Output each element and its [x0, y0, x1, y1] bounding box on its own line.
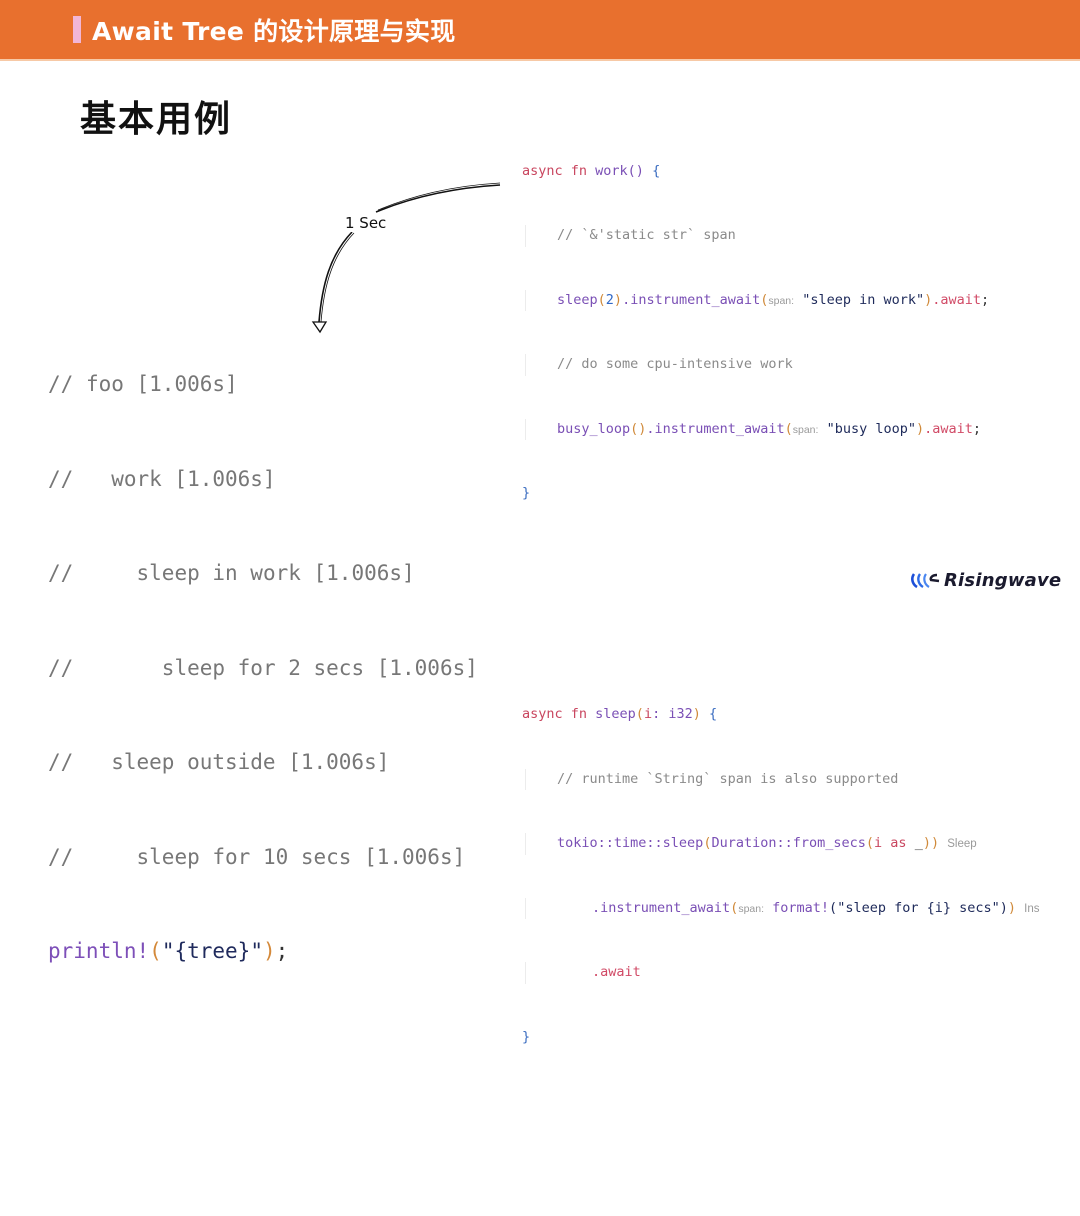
tree-line: // sleep in work [1.006s] — [48, 561, 415, 585]
code-line-work-signature: async fn work() { — [522, 162, 661, 179]
code-block: async fn work() { // `&'static str` span… — [522, 96, 1080, 1216]
code-line: .await — [522, 962, 1080, 984]
code-comment: // do some cpu-intensive work — [522, 354, 1080, 376]
header-accent-bar — [73, 16, 81, 43]
code-line: sleep(2).instrument_await(span: "sleep i… — [522, 289, 1080, 311]
tree-line: // sleep for 10 secs [1.006s] — [48, 844, 466, 869]
code-comment: // runtime `String` span is also support… — [522, 768, 1080, 790]
header-title: Await Tree 的设计原理与实现 — [92, 17, 456, 46]
code-line-sleep-signature: async fn sleep(i: i32) { — [522, 706, 718, 722]
risingwave-logo: Risingwave — [910, 568, 1061, 592]
logo-text: Risingwave — [944, 569, 1062, 591]
code-line: .instrument_await(span: format!("sleep f… — [522, 897, 1080, 919]
code-close-brace: } — [522, 485, 531, 501]
arrow-label: 1 Sec — [344, 214, 388, 232]
println-line: println!("{tree}"); — [48, 939, 289, 963]
page-title: 基本用例 — [80, 99, 233, 140]
tree-line: // foo [1.006s] — [48, 372, 238, 396]
tree-output-block: // foo [1.006s] // work [1.006s] // slee… — [48, 306, 478, 999]
code-line: tokio::time::sleep(Duration::from_secs(i… — [522, 833, 1080, 855]
code-line: busy_loop().instrument_await(span: "busy… — [522, 418, 1080, 440]
code-comment: // `&'static str` span — [522, 225, 1080, 247]
slide-header: Await Tree 的设计原理与实现 — [0, 0, 1080, 61]
risingwave-wave-icon — [911, 573, 940, 589]
code-close-brace: } — [522, 1028, 531, 1045]
tree-line: // sleep for 2 secs [1.006s] — [48, 655, 478, 680]
curved-arrow-icon — [311, 182, 501, 334]
tree-line: // sleep outside [1.006s] — [48, 750, 390, 774]
tree-line: // work [1.006s] — [48, 466, 276, 491]
